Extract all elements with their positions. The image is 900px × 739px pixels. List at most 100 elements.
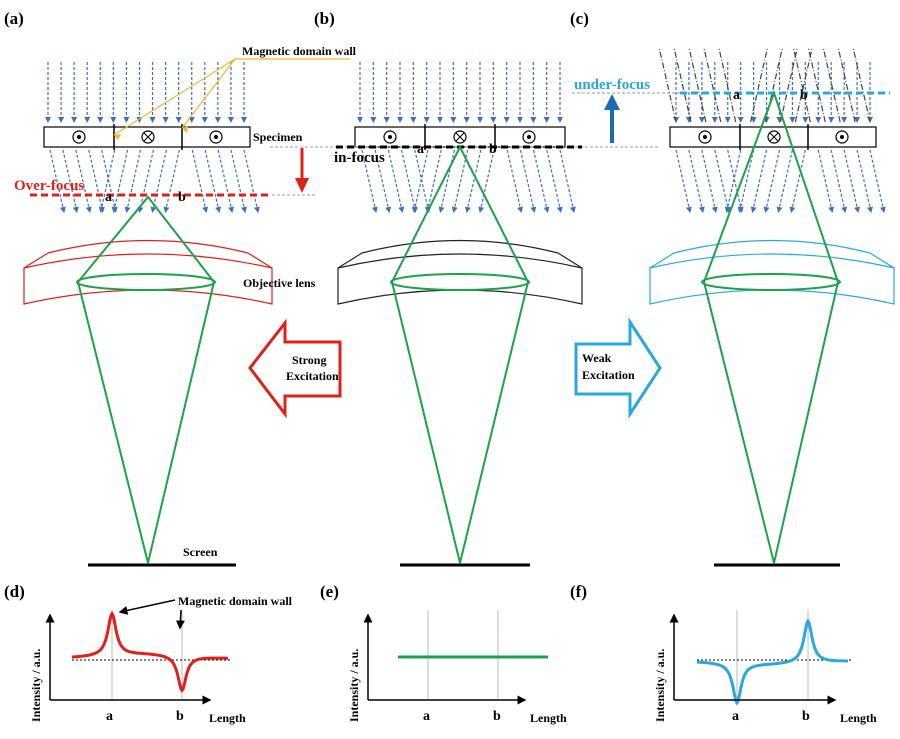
electron-ray xyxy=(779,47,798,123)
electron-ray xyxy=(658,47,677,123)
electron-ray xyxy=(230,149,247,213)
tick-b: b xyxy=(802,709,810,724)
electron-ray xyxy=(673,47,692,123)
electron-ray xyxy=(724,149,742,213)
electron-ray xyxy=(361,149,378,213)
electron-ray xyxy=(869,149,886,213)
electron-ray xyxy=(750,47,769,123)
beam-a xyxy=(76,195,216,564)
electron-ray xyxy=(150,149,167,213)
electron-ray xyxy=(789,149,806,213)
electron-ray xyxy=(464,149,482,213)
point-b-label-b: b xyxy=(489,142,497,157)
electron-ray xyxy=(374,149,392,213)
electron-ray xyxy=(856,149,873,213)
screen-label: Screen xyxy=(183,545,218,559)
electron-ray xyxy=(718,47,737,123)
electron-ray xyxy=(478,149,495,213)
dot-in-circle-icon xyxy=(698,130,712,144)
electron-ray xyxy=(763,149,781,213)
strong-excitation-arrow: Strong Excitation xyxy=(248,318,342,419)
electron-ray xyxy=(688,47,707,123)
dot-in-circle-icon xyxy=(835,130,849,144)
panel-label-b: (b) xyxy=(314,9,335,28)
electron-ray xyxy=(701,149,718,213)
electron-ray xyxy=(204,149,222,213)
objective-lens-a xyxy=(23,239,273,305)
electron-ray xyxy=(794,47,813,123)
strong-label: Strong xyxy=(292,353,326,367)
electron-ray xyxy=(843,149,860,213)
electron-ray xyxy=(412,149,429,213)
electron-ray xyxy=(191,149,209,213)
electron-ray xyxy=(425,149,442,213)
x-axis-label: Length xyxy=(209,711,246,725)
specimen-label: Specimen xyxy=(253,130,303,144)
electron-ray xyxy=(675,149,692,213)
electron-ray xyxy=(830,149,848,213)
focus-shift-up-arrow xyxy=(604,94,620,143)
cross-in-circle-icon xyxy=(767,130,781,144)
domain-wall-label: Magnetic domain wall xyxy=(242,44,357,58)
specimen-c xyxy=(669,124,877,150)
x-axis-label: Length xyxy=(530,711,567,725)
deflected-rays-c xyxy=(675,149,886,213)
electron-ray xyxy=(506,149,524,213)
intensity-curve-f xyxy=(697,618,848,706)
point-a-label-c: a xyxy=(733,88,740,103)
point-a-label-b: a xyxy=(417,142,424,157)
panel-a: Magnetic domain wall Specimen Over-focus… xyxy=(14,44,357,567)
electron-ray xyxy=(559,149,576,213)
electron-ray xyxy=(98,149,116,213)
electron-ray xyxy=(137,149,155,213)
tick-a: a xyxy=(423,709,430,724)
objective-lens-b xyxy=(337,239,583,305)
focus-shift-down-arrow xyxy=(295,148,309,193)
electron-ray xyxy=(62,149,79,213)
panel-label-d: (d) xyxy=(4,582,25,601)
electron-ray xyxy=(163,149,180,213)
intensity-curve-d xyxy=(71,610,228,693)
point-b-label-c: b xyxy=(800,88,808,103)
point-b-label: b xyxy=(178,190,186,205)
tick-b: b xyxy=(493,709,501,724)
virtual-rays-c xyxy=(658,47,871,123)
electron-ray xyxy=(837,47,856,123)
electron-ray xyxy=(111,149,129,213)
beam-b xyxy=(390,144,530,564)
excitation-label-strong: Excitation xyxy=(286,369,339,383)
deflected-rays-a xyxy=(49,149,260,213)
specimen-a xyxy=(43,124,251,150)
electron-ray xyxy=(688,149,705,213)
electron-ray xyxy=(49,149,66,213)
cross-in-circle-icon xyxy=(453,130,467,144)
electron-ray xyxy=(807,47,826,123)
electron-ray xyxy=(776,149,793,213)
electron-ray xyxy=(750,149,768,213)
cross-in-circle-icon xyxy=(141,130,155,144)
panel-label-a: (a) xyxy=(4,9,24,28)
electron-ray xyxy=(414,149,431,213)
electron-ray xyxy=(438,149,455,213)
electron-ray xyxy=(101,149,118,213)
tick-b: b xyxy=(176,709,184,724)
electron-ray xyxy=(217,149,234,213)
panel-b: in-focus a b xyxy=(270,62,660,567)
electron-ray xyxy=(727,149,744,213)
tick-a: a xyxy=(106,709,113,724)
electron-ray xyxy=(243,149,260,213)
excitation-label-weak: Excitation xyxy=(582,368,635,382)
electron-ray xyxy=(703,47,722,123)
objective-lens-c xyxy=(649,239,895,305)
electron-ray xyxy=(88,149,105,213)
panel-label-e: (e) xyxy=(320,582,339,601)
y-axis-label: Intensity / a.u. xyxy=(347,649,361,722)
electron-ray xyxy=(75,149,92,213)
dot-in-circle-icon xyxy=(209,130,223,144)
incident-rays-b xyxy=(357,62,563,123)
under-focus-label: under-focus xyxy=(574,77,650,93)
in-focus-label: in-focus xyxy=(334,150,385,166)
electron-ray xyxy=(387,149,405,213)
weak-excitation-arrow: Weak Excitation xyxy=(574,316,662,420)
